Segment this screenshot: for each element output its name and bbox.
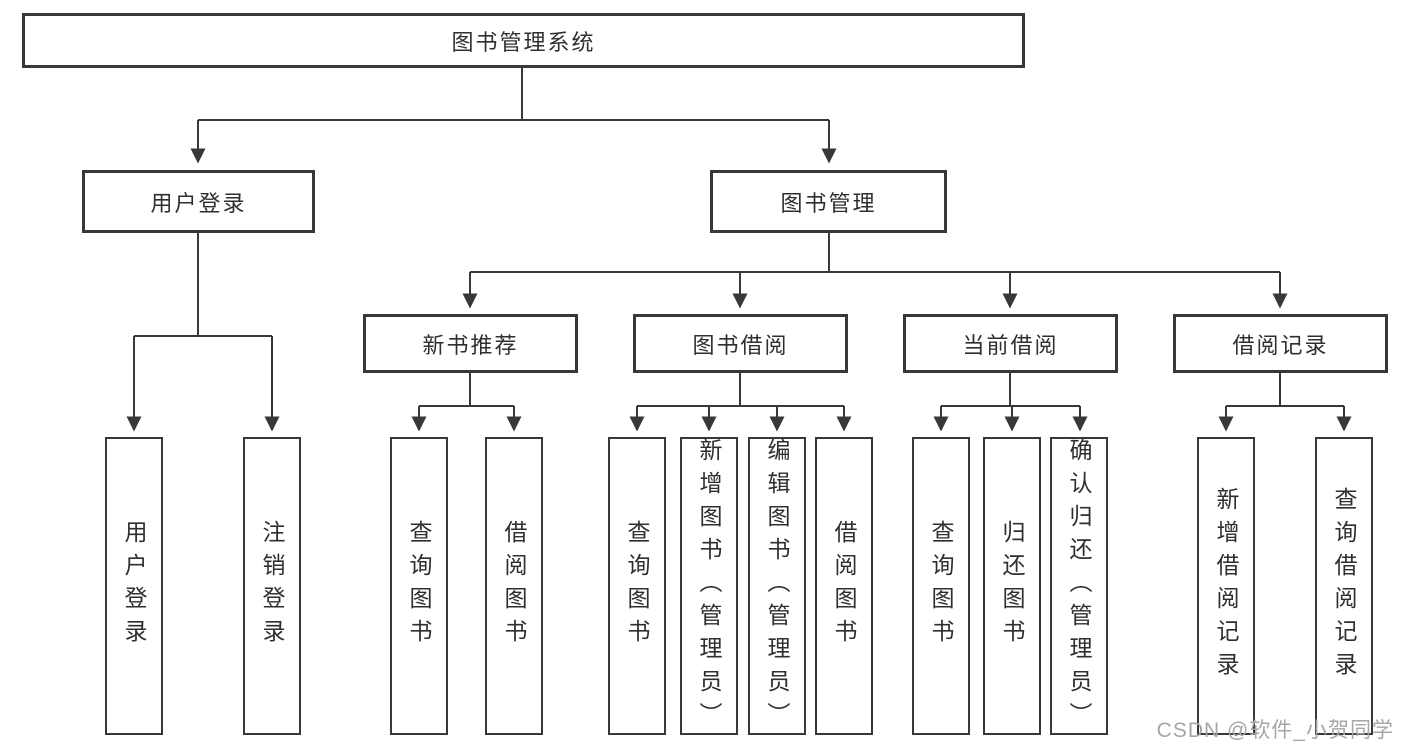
leaf-label: 查询图书	[406, 520, 432, 652]
leaf-query-books-current: 查询图书	[912, 437, 970, 735]
leaf-logout-login: 注销登录	[243, 437, 301, 735]
leaf-query-books-borrowing: 查询图书	[608, 437, 666, 735]
leaf-label: 注销登录	[259, 520, 285, 652]
trunk-current-borrowing	[941, 373, 1080, 407]
leaf-label: 确认归还（管理员）	[1066, 437, 1092, 735]
node-current-borrowing: 当前借阅	[903, 314, 1118, 373]
leaf-add-borrow-record: 新增借阅记录	[1197, 437, 1255, 735]
trunk-borrowing-records	[1226, 373, 1344, 407]
leaf-label: 借阅图书	[831, 520, 857, 652]
leaf-label: 用户登录	[121, 520, 147, 652]
leaf-confirm-return-admin: 确认归还（管理员）	[1050, 437, 1108, 735]
leaf-label: 借阅图书	[501, 520, 527, 652]
node-user-login: 用户登录	[82, 170, 315, 233]
trunk-root	[198, 68, 829, 121]
trunk-book-borrowing	[637, 373, 844, 407]
leaf-label: 归还图书	[999, 520, 1025, 652]
leaf-label: 查询图书	[928, 520, 954, 652]
node-new-book-recommend: 新书推荐	[363, 314, 578, 373]
leaf-edit-book-admin: 编辑图书（管理员）	[748, 437, 806, 735]
leaf-label: 新增图书（管理员）	[696, 437, 722, 735]
node-borrowing-records: 借阅记录	[1173, 314, 1388, 373]
leaf-user-login: 用户登录	[105, 437, 163, 735]
leaf-add-book-admin: 新增图书（管理员）	[680, 437, 738, 735]
leaf-query-books-recommend: 查询图书	[390, 437, 448, 735]
leaf-borrow-books-recommend: 借阅图书	[485, 437, 543, 735]
node-book-borrowing: 图书借阅	[633, 314, 848, 373]
leaf-label: 编辑图书（管理员）	[764, 437, 790, 735]
node-root: 图书管理系统	[22, 13, 1025, 68]
leaf-borrow-books-borrowing: 借阅图书	[815, 437, 873, 735]
leaf-query-borrow-record: 查询借阅记录	[1315, 437, 1373, 735]
leaf-label: 新增借阅记录	[1213, 487, 1239, 685]
leaf-label: 查询图书	[624, 520, 650, 652]
leaf-label: 查询借阅记录	[1331, 487, 1357, 685]
leaf-return-book: 归还图书	[983, 437, 1041, 735]
trunk-user-login	[134, 233, 272, 337]
watermark: CSDN @软件_小贺同学	[1156, 719, 1394, 742]
trunk-new-book-recommend	[419, 373, 514, 407]
connector-group	[126, 68, 1352, 432]
node-book-management: 图书管理	[710, 170, 947, 233]
trunk-book-management	[470, 233, 1280, 273]
